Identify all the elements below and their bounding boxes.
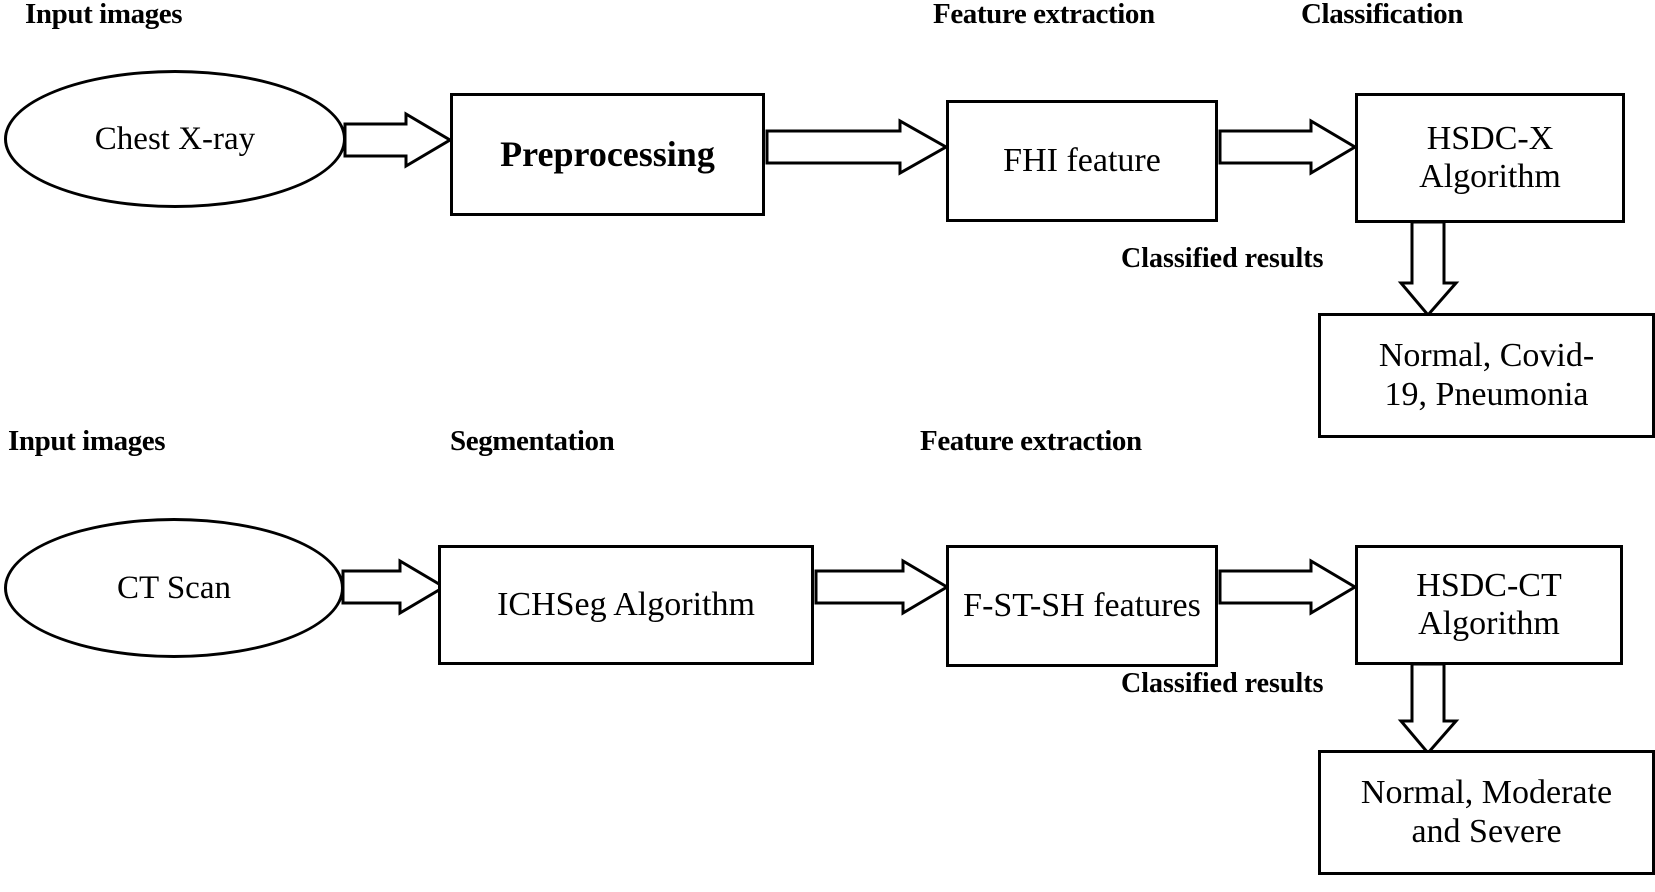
edge-label-classified-results-row2: Classified results: [1121, 668, 1324, 699]
edge-label-classified-results-row1: Classified results: [1121, 243, 1324, 274]
node-ichseg-algorithm[interactable]: ICHSeg Algorithm: [438, 545, 814, 665]
arrow-ichseg-to-fstsh: [814, 558, 950, 616]
node-hsdc-x-algorithm[interactable]: HSDC-X Algorithm: [1355, 93, 1625, 223]
node-ichseg-algorithm-label: ICHSeg Algorithm: [497, 585, 755, 623]
stage-label-feature-extraction-row1: Feature extraction: [933, 0, 1155, 30]
stage-label-segmentation-row2: Segmentation: [450, 425, 615, 457]
node-hsdc-x-algorithm-label: HSDC-X Algorithm: [1419, 119, 1561, 195]
node-ct-scan[interactable]: CT Scan: [4, 518, 344, 658]
node-hsdc-ct-algorithm[interactable]: HSDC-CT Algorithm: [1355, 545, 1623, 665]
arrow-preprocessing-to-fhi: [765, 118, 950, 176]
node-f-st-sh-features[interactable]: F-ST-SH features: [946, 545, 1218, 667]
node-chest-xray-label: Chest X-ray: [94, 120, 256, 157]
arrow-hsdcct-to-results: [1397, 662, 1460, 756]
node-fhi-feature-label: FHI feature: [1003, 141, 1161, 179]
arrow-fstsh-to-hsdcct: [1218, 558, 1358, 616]
node-result-xray-label: Normal, Covid- 19, Pneumonia: [1378, 337, 1595, 413]
node-f-st-sh-features-label: F-ST-SH features: [963, 586, 1201, 624]
node-result-ct-label: Normal, Moderate and Severe: [1360, 774, 1613, 850]
node-hsdc-ct-algorithm-label: HSDC-CT Algorithm: [1416, 566, 1562, 642]
node-chest-xray[interactable]: Chest X-ray: [4, 70, 346, 208]
node-result-ct[interactable]: Normal, Moderate and Severe: [1318, 750, 1655, 875]
stage-label-input-images-row2: Input images: [8, 425, 166, 457]
node-preprocessing-label: Preprocessing: [500, 134, 715, 175]
arrow-chestxray-to-preprocessing: [343, 111, 453, 169]
node-result-xray[interactable]: Normal, Covid- 19, Pneumonia: [1318, 313, 1655, 438]
stage-label-input-images-row1: Input images: [25, 0, 183, 30]
arrow-ctscan-to-ichseg: [341, 558, 447, 616]
arrow-fhi-to-hsdcx: [1218, 118, 1358, 176]
node-fhi-feature[interactable]: FHI feature: [946, 100, 1218, 222]
stage-label-feature-extraction-row2: Feature extraction: [920, 425, 1142, 457]
node-preprocessing[interactable]: Preprocessing: [450, 93, 765, 216]
stage-label-classification-row1: Classification: [1301, 0, 1463, 30]
node-ct-scan-label: CT Scan: [117, 569, 231, 606]
arrow-hsdcx-to-results: [1397, 220, 1460, 318]
